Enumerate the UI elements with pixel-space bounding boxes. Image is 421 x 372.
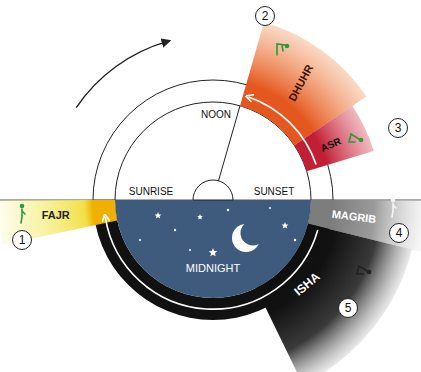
time-label: NOON: [201, 110, 231, 120]
rotation-arrow: [76, 41, 167, 107]
prayer-name: ISHA: [292, 270, 322, 298]
band-wedge: [294, 106, 374, 171]
callout-number: 4: [396, 227, 403, 239]
prayer-name: MAGRIB: [331, 209, 377, 225]
callout-number: 1: [19, 234, 26, 246]
sun-semicircle: [193, 180, 233, 200]
praying-figure: [357, 266, 371, 274]
callout-number: 5: [345, 302, 352, 314]
time-label: SUNSET: [254, 187, 295, 197]
callout-number: 3: [395, 122, 402, 134]
night-disc: [115, 200, 311, 298]
moon-shadow: [241, 221, 266, 246]
band-wedge: [256, 224, 412, 372]
callout-circle: [339, 299, 358, 318]
direction-arrow: [249, 97, 317, 165]
time-label: SUNRISE: [129, 187, 173, 197]
day-ring: [93, 80, 333, 200]
callout-circle: [13, 231, 32, 250]
band-wedge: [308, 200, 421, 252]
direction-arrow: [105, 217, 317, 309]
callout-circle: [389, 119, 408, 138]
band-wedge: [240, 22, 366, 145]
night-ring: [93, 200, 333, 320]
praying-figure: [391, 198, 396, 217]
prayer-name: DHUHR: [287, 63, 315, 103]
praying-figure: [20, 204, 25, 223]
callout-circle: [256, 7, 275, 26]
callout-circle: [390, 224, 409, 243]
stars: [139, 207, 296, 256]
prayer-name: FAJR: [42, 210, 70, 221]
praying-figure: [349, 134, 363, 142]
prayer-name: ASR: [319, 136, 342, 154]
callout-number: 2: [262, 10, 269, 22]
praying-figure: [277, 44, 289, 55]
time-label: MIDNIGHT: [186, 263, 240, 274]
